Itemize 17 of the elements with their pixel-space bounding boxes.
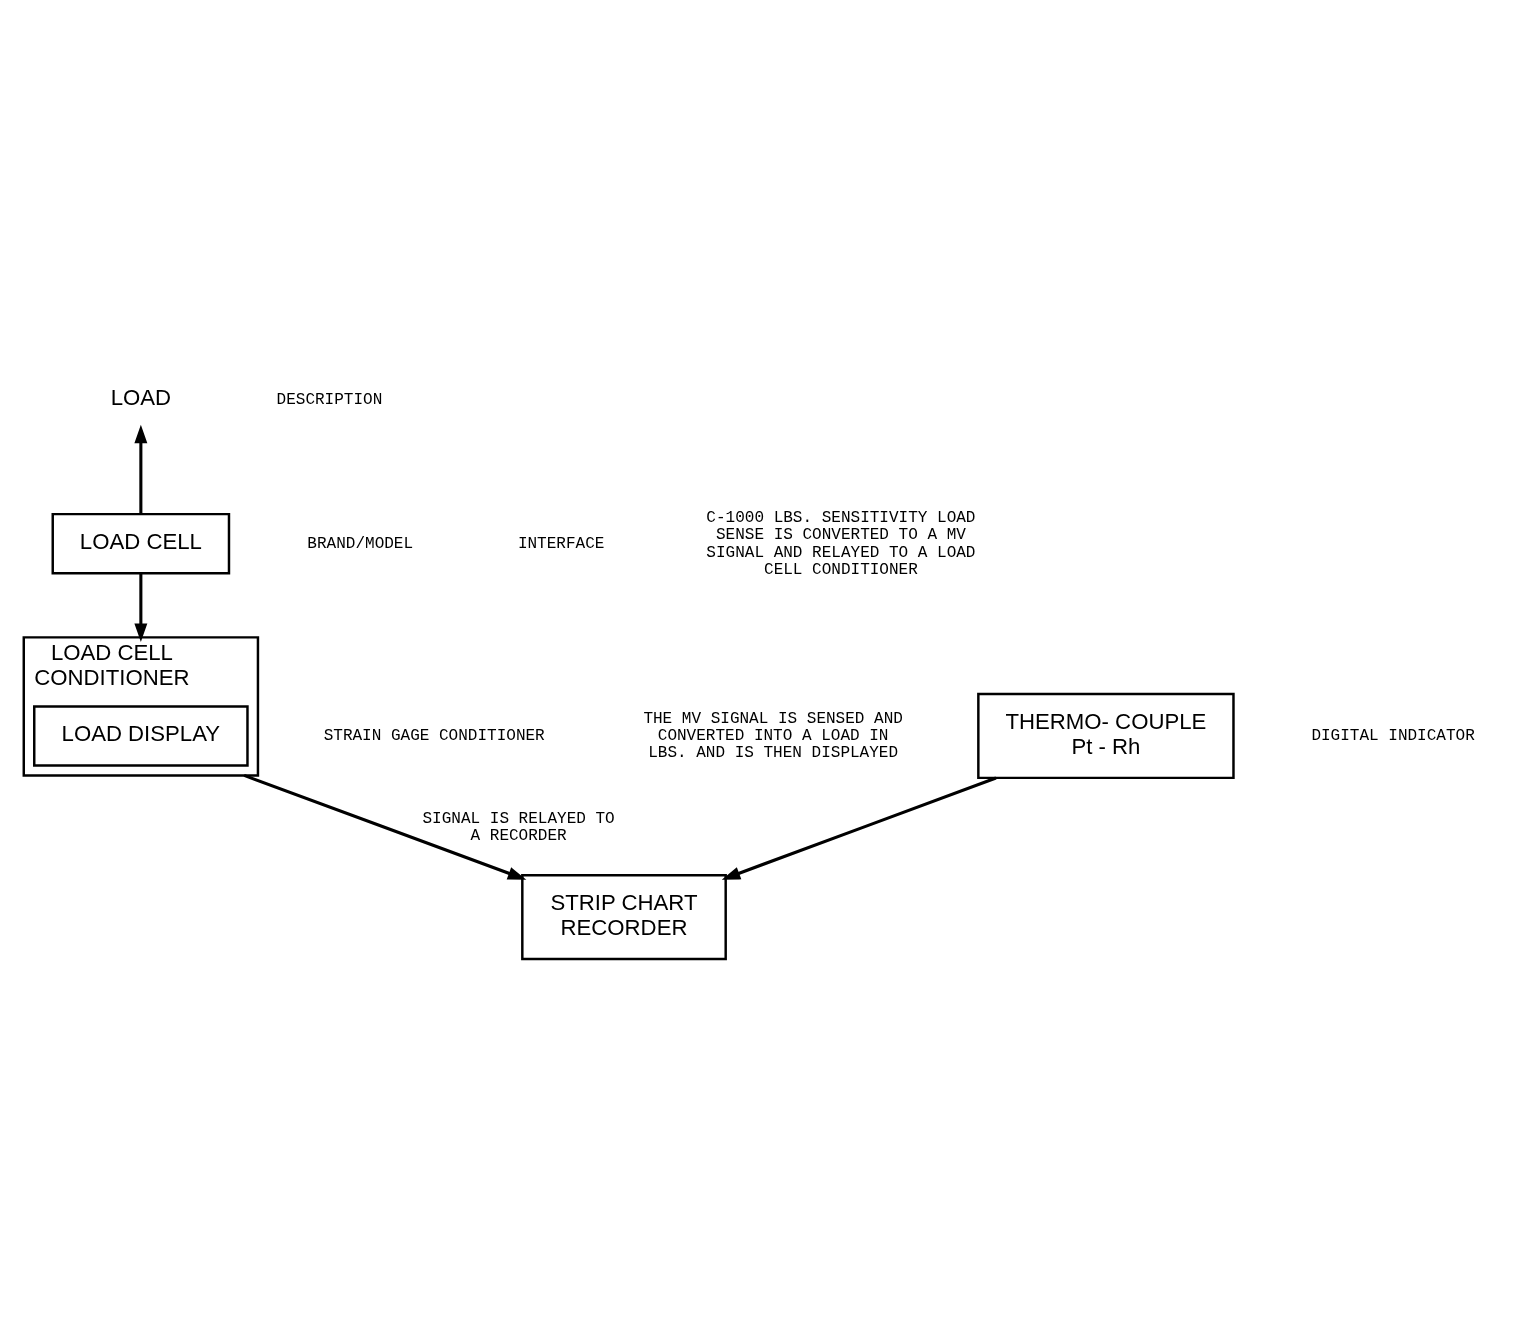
label: DIGITAL INDICATOR (1311, 726, 1475, 745)
node-box: LOAD CELL (51, 512, 231, 575)
arrow (134, 424, 148, 514)
node-box: THERMO- COUPLE Pt - Rh (977, 692, 1235, 779)
label: INTERFACE (517, 534, 605, 553)
label: STRAIN GAGE CONDITIONER (323, 726, 545, 745)
arrow (243, 773, 527, 880)
arrow (134, 572, 148, 642)
edge-label: SIGNAL IS RELAYED TO A RECORDER (422, 809, 615, 845)
label: C-1000 LBS. SENSITIVITY LOAD SENSE IS CONVERTED TO A MV SIGNAL AND RELAYED TO A LOAD CELL CONDITIONER (706, 508, 976, 579)
label: BRAND/MODEL (307, 534, 414, 553)
node-box: STRIP CHART RECORDER (521, 873, 727, 960)
node-box: LOAD DISPLAY (33, 704, 249, 767)
arrow (721, 776, 997, 880)
node-text: LOAD (110, 384, 172, 410)
label: DESCRIPTION (276, 390, 383, 409)
label: THE MV SIGNAL IS SENSED AND CONVERTED INTO A LOAD IN LBS. AND IS THEN DISPLAYED (643, 709, 903, 762)
